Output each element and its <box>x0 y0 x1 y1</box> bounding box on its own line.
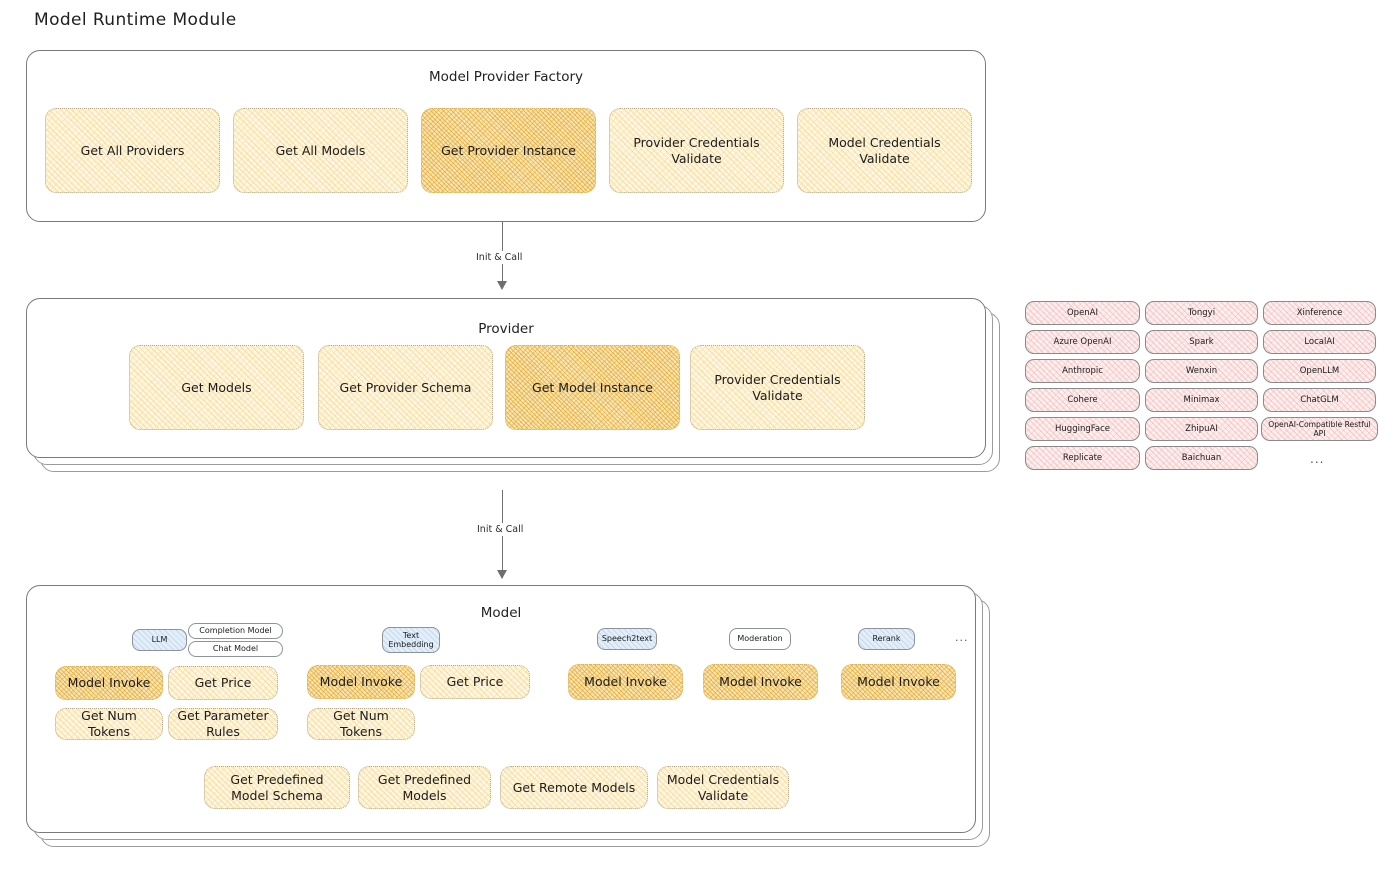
arrow-1-head <box>497 281 507 290</box>
provider-chip-cohere[interactable]: Cohere <box>1025 388 1140 412</box>
provider-chip-openllm[interactable]: OpenLLM <box>1263 359 1376 383</box>
provider-panel-title: Provider <box>478 321 534 337</box>
llm-method-get-parameter-rules[interactable]: Get Parameter Rules <box>168 708 278 740</box>
provider-chip-tongyi[interactable]: Tongyi <box>1145 301 1258 325</box>
provider-chip-openai-compatible-restful-api[interactable]: OpenAI-Compatible Restful API <box>1261 417 1378 441</box>
factory-box-model-credentials-validate[interactable]: Model Credentials Validate <box>797 108 972 193</box>
provider-chip-xinference[interactable]: Xinference <box>1263 301 1376 325</box>
model-type-badge-rerank[interactable]: Rerank <box>858 628 915 650</box>
factory-box-get-all-providers[interactable]: Get All Providers <box>45 108 220 193</box>
model-common-method-model-credentials-validate[interactable]: Model Credentials Validate <box>657 766 789 809</box>
model-type-badge-speech2text[interactable]: Speech2text <box>597 628 657 650</box>
model-common-method-get-predefined-model-schema[interactable]: Get Predefined Model Schema <box>204 766 350 809</box>
model-submode-chat-model[interactable]: Chat Model <box>188 641 283 657</box>
provider-list-more: ... <box>1310 452 1325 466</box>
provider-chip-baichuan[interactable]: Baichuan <box>1145 446 1258 470</box>
model-common-method-get-predefined-models[interactable]: Get Predefined Models <box>358 766 491 809</box>
provider-chip-replicate[interactable]: Replicate <box>1025 446 1140 470</box>
model-type-badge-text-embedding[interactable]: Text Embedding <box>382 627 440 653</box>
provider-chip-zhipuai[interactable]: ZhipuAI <box>1145 417 1258 441</box>
llm-method-model-invoke[interactable]: Model Invoke <box>55 666 163 700</box>
provider-chip-wenxin[interactable]: Wenxin <box>1145 359 1258 383</box>
model-panel-title: Model <box>480 605 522 621</box>
arrow-2-label: Init & Call <box>473 523 528 536</box>
page-title: Model Runtime Module <box>34 10 237 30</box>
model-submode-completion-model[interactable]: Completion Model <box>188 623 283 639</box>
factory-box-get-all-models[interactable]: Get All Models <box>233 108 408 193</box>
arrow-1-label: Init & Call <box>472 251 527 264</box>
provider-chip-anthropic[interactable]: Anthropic <box>1025 359 1140 383</box>
provider-chip-minimax[interactable]: Minimax <box>1145 388 1258 412</box>
provider-chip-chatglm[interactable]: ChatGLM <box>1263 388 1376 412</box>
provider-box-get-models[interactable]: Get Models <box>129 345 304 430</box>
factory-panel-title: Model Provider Factory <box>428 69 583 85</box>
provider-chip-azure-openai[interactable]: Azure OpenAI <box>1025 330 1140 354</box>
model-type-badge-moderation[interactable]: Moderation <box>729 628 791 650</box>
provider-box-get-provider-schema[interactable]: Get Provider Schema <box>318 345 493 430</box>
model-provider-factory-panel: Model Provider Factory Get All Providers… <box>26 50 986 222</box>
provider-chip-localai[interactable]: LocalAI <box>1263 330 1376 354</box>
model-types-more: ... <box>955 631 969 644</box>
provider-chip-openai[interactable]: OpenAI <box>1025 301 1140 325</box>
provider-chip-huggingface[interactable]: HuggingFace <box>1025 417 1140 441</box>
speech2text-method-model-invoke[interactable]: Model Invoke <box>568 664 683 700</box>
model-common-method-get-remote-models[interactable]: Get Remote Models <box>500 766 648 809</box>
provider-box-provider-credentials-validate[interactable]: Provider Credentials Validate <box>690 345 865 430</box>
text-embedding-method-get-num-tokens[interactable]: Get Num Tokens <box>307 708 415 740</box>
factory-box-provider-credentials-validate[interactable]: Provider Credentials Validate <box>609 108 784 193</box>
llm-method-get-num-tokens[interactable]: Get Num Tokens <box>55 708 163 740</box>
text-embedding-method-get-price[interactable]: Get Price <box>420 665 530 699</box>
text-embedding-method-model-invoke[interactable]: Model Invoke <box>307 665 415 699</box>
llm-method-get-price[interactable]: Get Price <box>168 666 278 700</box>
moderation-method-model-invoke[interactable]: Model Invoke <box>703 664 818 700</box>
arrow-2-head <box>497 570 507 579</box>
rerank-method-model-invoke[interactable]: Model Invoke <box>841 664 956 700</box>
model-panel: Model LLM Completion Model Chat Model Mo… <box>26 585 976 833</box>
factory-box-get-provider-instance[interactable]: Get Provider Instance <box>421 108 596 193</box>
provider-box-get-model-instance[interactable]: Get Model Instance <box>505 345 680 430</box>
provider-chip-spark[interactable]: Spark <box>1145 330 1258 354</box>
model-type-badge-llm[interactable]: LLM <box>132 629 187 651</box>
provider-panel: Provider Get Models Get Provider Schema … <box>26 298 986 458</box>
